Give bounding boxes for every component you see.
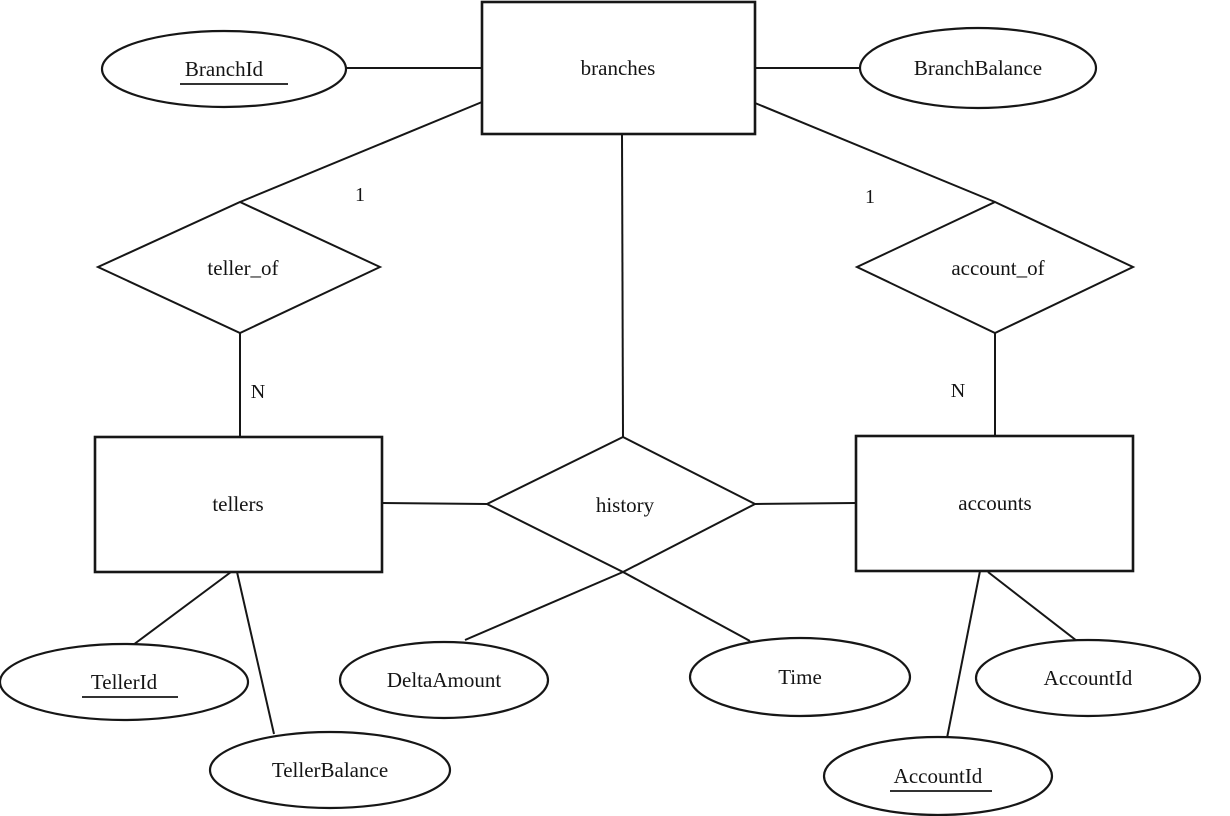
entity-accounts-box bbox=[854, 434, 1135, 573]
attribute-accountid: AccountId bbox=[974, 638, 1202, 718]
edge-branches-history bbox=[621, 133, 624, 438]
attribute-time: Time bbox=[688, 636, 912, 718]
entity-branches: branches bbox=[480, 0, 757, 136]
relationship-history: history bbox=[484, 435, 758, 574]
attribute-branchid: BranchId bbox=[100, 29, 348, 109]
entity-branches-box bbox=[480, 0, 757, 136]
attribute-tellerbalance-label: TellerBalance bbox=[272, 758, 388, 782]
edge-accounts-accountid-key bbox=[946, 570, 981, 739]
connectors bbox=[132, 67, 1078, 739]
attribute-branchbalance: BranchBalance bbox=[858, 26, 1098, 110]
relationship-history-label: history bbox=[596, 493, 655, 517]
edge-tellers-history bbox=[381, 502, 488, 505]
attribute-accountid-label: AccountId bbox=[1044, 666, 1133, 690]
attribute-branchid-ellipse bbox=[100, 29, 348, 109]
edge-tellers-tellerid bbox=[132, 571, 232, 646]
entity-tellers: tellers bbox=[93, 435, 384, 574]
attribute-tellerid: TellerId bbox=[0, 642, 250, 722]
edge-history-accounts bbox=[754, 502, 857, 505]
cardinality-teller-of-tellers: N bbox=[251, 381, 265, 403]
relationship-teller-of: teller_of bbox=[95, 200, 383, 335]
attribute-tellerid-ellipse bbox=[0, 642, 250, 722]
relationship-teller-of-label: teller_of bbox=[207, 256, 278, 280]
edge-branches-account-of bbox=[754, 102, 996, 203]
attribute-tellerid-label: TellerId bbox=[91, 670, 158, 694]
attribute-deltaamount: DeltaAmount bbox=[338, 640, 550, 720]
relationship-history-diamond bbox=[484, 435, 758, 574]
attribute-time-ellipse bbox=[688, 636, 912, 718]
relationship-account-of-diamond bbox=[854, 200, 1136, 335]
attribute-time-label: Time bbox=[778, 665, 822, 689]
cardinality-labels: 1 1 N N bbox=[251, 184, 965, 403]
attribute-accountid-key-label: AccountId bbox=[894, 764, 983, 788]
edge-history-deltaamount bbox=[464, 571, 624, 641]
entity-tellers-label: tellers bbox=[212, 492, 263, 516]
edge-tellers-tellerbalance bbox=[236, 571, 275, 735]
entity-branches-label: branches bbox=[581, 56, 656, 80]
edge-history-time bbox=[622, 571, 751, 642]
cardinality-teller-of-branches: 1 bbox=[355, 184, 365, 206]
attribute-branchbalance-ellipse bbox=[858, 26, 1098, 110]
attribute-deltaamount-ellipse bbox=[338, 640, 550, 720]
attribute-branchid-label: BranchId bbox=[185, 57, 264, 81]
attribute-deltaamount-label: DeltaAmount bbox=[387, 668, 501, 692]
attribute-accountid-key: AccountId bbox=[822, 735, 1054, 816]
relationship-teller-of-diamond bbox=[95, 200, 383, 335]
attribute-tellerbalance-ellipse bbox=[208, 730, 452, 810]
entity-accounts-label: accounts bbox=[958, 491, 1031, 515]
relationship-account-of-label: account_of bbox=[951, 256, 1044, 280]
relationship-account-of: account_of bbox=[854, 200, 1136, 335]
attribute-branchbalance-label: BranchBalance bbox=[914, 56, 1042, 80]
cardinality-account-of-branches: 1 bbox=[865, 186, 875, 208]
edge-branches-teller-of bbox=[239, 101, 483, 203]
cardinality-account-of-accounts: N bbox=[951, 380, 965, 402]
entity-accounts: accounts bbox=[854, 434, 1135, 573]
attribute-accountid-ellipse bbox=[974, 638, 1202, 718]
edge-accounts-accountid bbox=[987, 571, 1078, 642]
entity-tellers-box bbox=[93, 435, 384, 574]
attribute-tellerbalance: TellerBalance bbox=[208, 730, 452, 810]
attribute-accountid-key-ellipse bbox=[822, 735, 1054, 816]
